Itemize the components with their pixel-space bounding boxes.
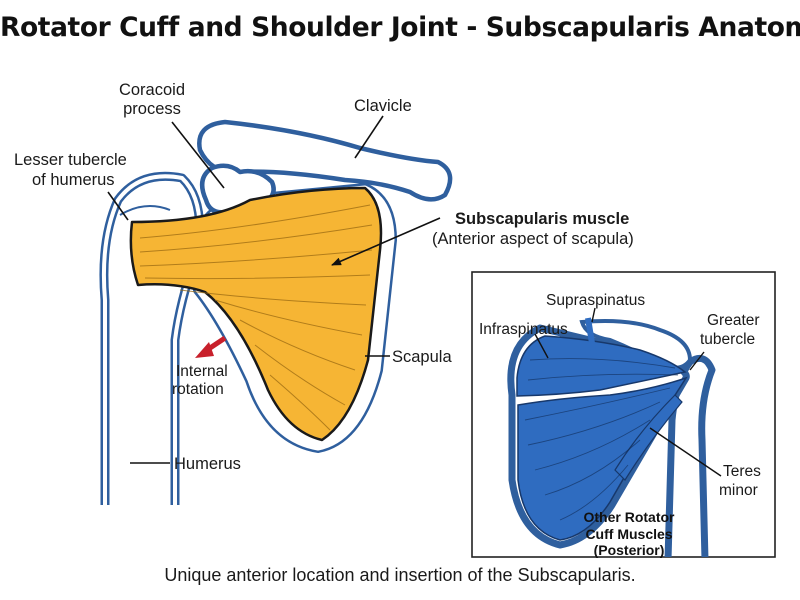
label-teres-line2: minor: [719, 482, 758, 499]
label-subscapularis: Subscapularis muscle: [455, 210, 629, 228]
label-lesser-tubercle-line1: Lesser tubercle: [14, 151, 127, 169]
supraspinatus-muscle: [585, 317, 597, 357]
teres-minor-muscle: [614, 394, 683, 481]
posterior-inset: Supraspinatus Infraspinatus Greater tube…: [471, 271, 776, 558]
leader-lines: [107, 115, 441, 464]
label-coracoid-line2: process: [123, 100, 181, 118]
caption: Unique anterior location and insertion o…: [164, 565, 636, 585]
page-title: Rotator Cuff and Shoulder Joint - Subsca…: [0, 12, 800, 43]
inset-acromion: [579, 319, 693, 370]
label-supraspinatus: Supraspinatus: [546, 292, 645, 309]
label-lesser-tubercle-line2: of humerus: [32, 171, 115, 189]
internal-rotation-arrow: [195, 335, 227, 358]
label-subscapularis-note: (Anterior aspect of scapula): [432, 230, 634, 248]
label-teres-line1: Teres: [723, 463, 761, 480]
anterior-view: Coracoid process Clavicle Lesser tubercl…: [14, 81, 634, 505]
label-greater-tubercle-line1: Greater: [707, 312, 760, 329]
subscapularis-muscle: [129, 186, 383, 442]
label-coracoid-line1: Coracoid: [119, 81, 185, 99]
label-humerus: Humerus: [174, 455, 241, 473]
label-internal-rotation-line1: Internal: [176, 363, 228, 380]
label-greater-tubercle-line2: tubercle: [700, 331, 755, 348]
inset-leader-lines: [534, 307, 722, 477]
clavicle-bone: [197, 119, 453, 202]
label-other-cuff-line3: (Posterior): [594, 542, 665, 558]
label-other-cuff-line2: Cuff Muscles: [585, 526, 672, 542]
label-other-cuff-line1: Other Rotator: [584, 509, 676, 525]
label-clavicle: Clavicle: [354, 97, 412, 115]
label-scapula: Scapula: [392, 348, 452, 366]
label-internal-rotation-line2: rotation: [172, 381, 224, 398]
label-infraspinatus: Infraspinatus: [479, 321, 568, 338]
